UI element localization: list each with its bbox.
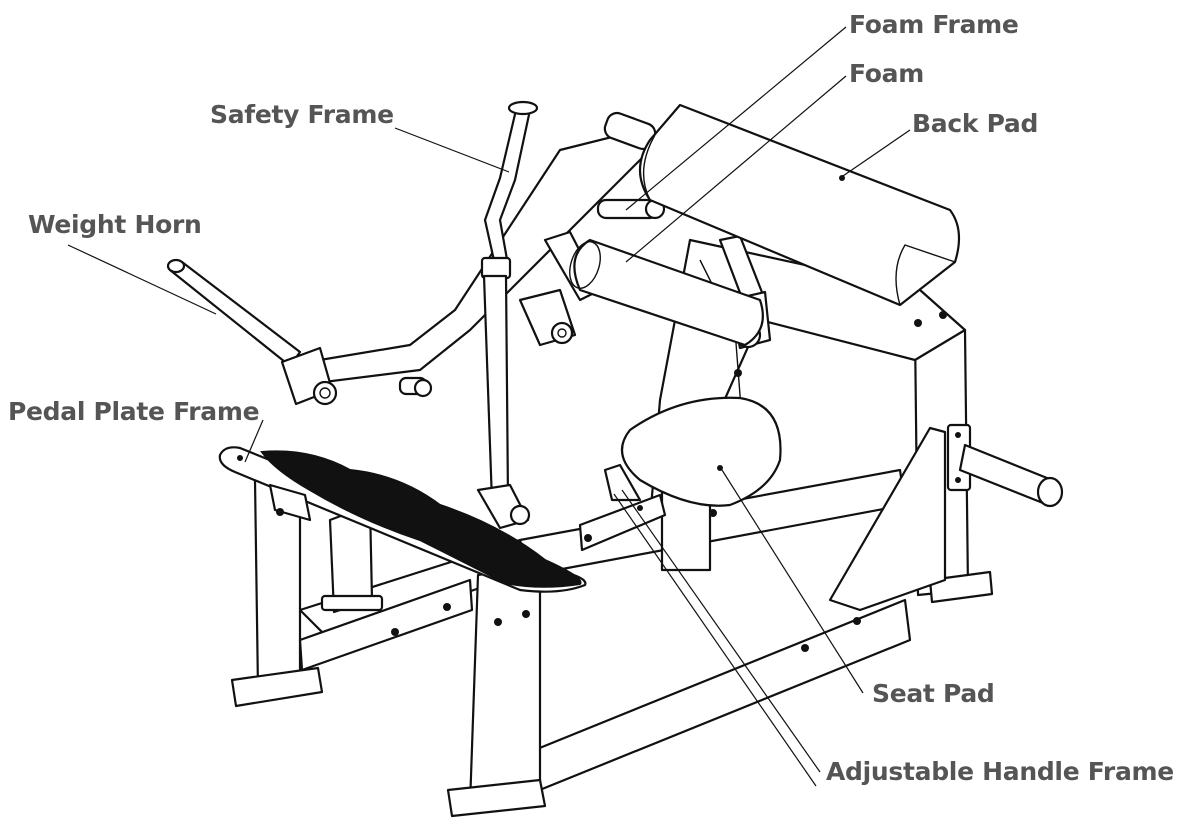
leader-foam-frame [625, 26, 847, 211]
leader-lines [67, 26, 911, 787]
foam-roller [569, 238, 764, 347]
adjustable-handle-frame [578, 463, 717, 552]
back-pad [639, 103, 961, 307]
leader-safety-frame [394, 127, 510, 173]
leader-back-pad [839, 129, 911, 179]
weight-horn [166, 258, 433, 406]
label-pedal-plate-frame: Pedal Plate Frame [8, 397, 260, 426]
pedal-plate-frame [218, 446, 587, 593]
leader-pedal-plate-frame [244, 419, 264, 463]
label-adjustable-handle-frame: Adjustable Handle Frame [826, 757, 1174, 786]
label-foam-frame: Foam Frame [849, 10, 1019, 39]
label-seat-pad: Seat Pad [872, 679, 995, 708]
label-back-pad: Back Pad [912, 109, 1039, 138]
right-handle [828, 423, 1064, 612]
leader-weight-horn [67, 244, 217, 315]
leader-foam [625, 75, 847, 263]
seat-pad [620, 396, 782, 572]
label-foam: Foam [849, 59, 924, 88]
leader-adjustable-handle-frame-1 [621, 489, 821, 773]
label-safety-frame: Safety Frame [210, 100, 394, 129]
label-weight-horn: Weight Horn [28, 210, 202, 239]
leader-seat-pad [721, 469, 864, 694]
leader-adjustable-handle-frame-2 [613, 493, 817, 787]
safety-frame [476, 100, 539, 530]
